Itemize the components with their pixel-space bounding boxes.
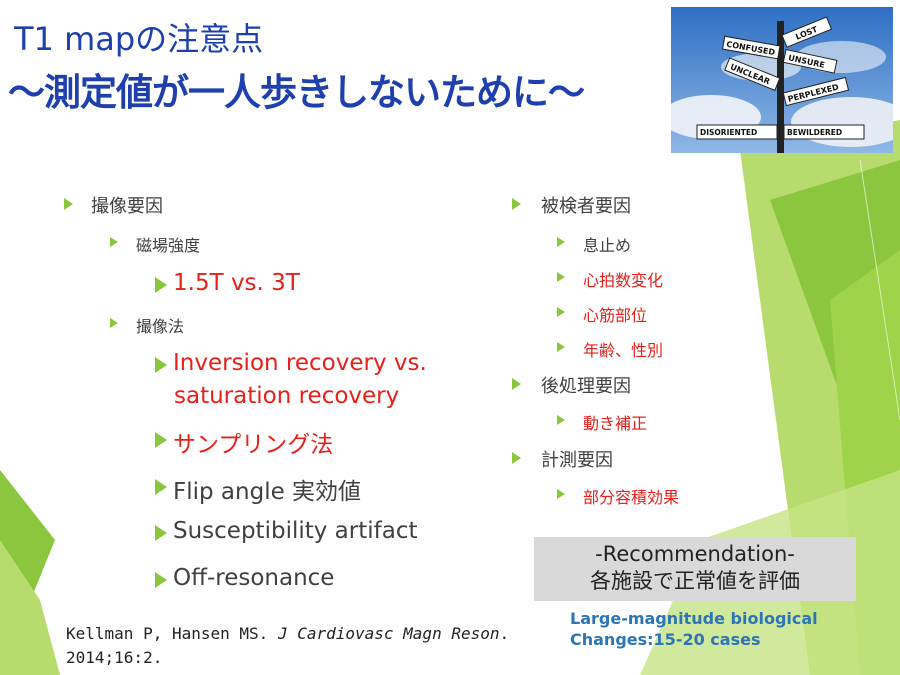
left-sub-field-strength: 磁場強度 — [110, 232, 200, 256]
reference-citation: Kellman P, Hansen MS. J Cardiovasc Magn … — [66, 622, 509, 670]
left-item-flip-angle: Flip angle 実効値 — [155, 472, 361, 506]
sign-bewildered: BEWILDERED — [787, 128, 842, 137]
right-heading-subject: 被検者要因 — [512, 192, 631, 218]
bullet-triangle-icon — [110, 318, 118, 328]
bullet-triangle-icon — [512, 378, 521, 390]
left-sub-imaging-method: 撮像法 — [110, 313, 184, 337]
sign-disoriented: DISORIENTED — [700, 128, 757, 137]
left-item-inversion-recovery: Inversion recovery vs. — [155, 350, 427, 376]
bullet-triangle-icon — [155, 432, 167, 448]
reference-line-1: Kellman P, Hansen MS. J Cardiovasc Magn … — [66, 624, 510, 643]
sample-size-note: Large-magnitude biological Changes:15-20… — [570, 608, 818, 650]
bullet-triangle-icon — [512, 452, 521, 464]
bullet-triangle-icon — [155, 277, 167, 293]
note-line-1: Large-magnitude biological — [570, 609, 818, 628]
left-item-field-strength: 1.5T vs. 3T — [155, 270, 300, 296]
left-item-sampling: サンプリング法 — [155, 425, 333, 459]
right-item-myocardial-region: 心筋部位 — [557, 302, 647, 326]
signpost-photo: LOST CONFUSED UNSURE UNCLEAR PERPLEXED D… — [671, 7, 893, 153]
bullet-triangle-icon — [557, 342, 565, 352]
bullet-triangle-icon — [155, 525, 167, 541]
reference-line-2: 2014;16:2. — [66, 648, 163, 667]
bullet-triangle-icon — [557, 272, 565, 282]
left-item-saturation-recovery: saturation recovery — [174, 383, 400, 409]
right-item-heart-rate: 心拍数変化 — [557, 267, 663, 291]
right-item-partial-volume: 部分容積効果 — [557, 484, 679, 508]
recommendation-title: -Recommendation- — [595, 542, 795, 566]
left-item-off-resonance: Off-resonance — [155, 565, 334, 591]
left-heading: 撮像要因 — [64, 192, 163, 218]
bullet-triangle-icon — [155, 479, 167, 495]
slide-subtitle: 〜測定値が一人歩きしないために〜 — [8, 71, 585, 114]
right-item-age-sex: 年齢、性別 — [557, 337, 663, 361]
right-heading-measurement: 計測要因 — [512, 446, 613, 472]
bullet-triangle-icon — [64, 198, 73, 210]
bullet-triangle-icon — [557, 307, 565, 317]
right-heading-postprocessing: 後処理要因 — [512, 372, 631, 398]
slide-title: T1 mapの注意点 — [14, 20, 264, 58]
bullet-triangle-icon — [512, 198, 521, 210]
left-item-susceptibility: Susceptibility artifact — [155, 518, 418, 544]
right-item-breath-hold: 息止め — [557, 232, 631, 256]
bullet-triangle-icon — [110, 237, 118, 247]
recommendation-box: -Recommendation- 各施設で正常値を評価 — [534, 537, 856, 601]
bullet-triangle-icon — [155, 357, 167, 373]
note-line-2: Changes:15-20 cases — [570, 630, 761, 649]
recommendation-text: 各施設で正常値を評価 — [590, 569, 800, 593]
bullet-triangle-icon — [155, 572, 167, 588]
bullet-triangle-icon — [557, 237, 565, 247]
bullet-triangle-icon — [557, 489, 565, 499]
bullet-triangle-icon — [557, 415, 565, 425]
right-item-motion-correction: 動き補正 — [557, 410, 647, 434]
